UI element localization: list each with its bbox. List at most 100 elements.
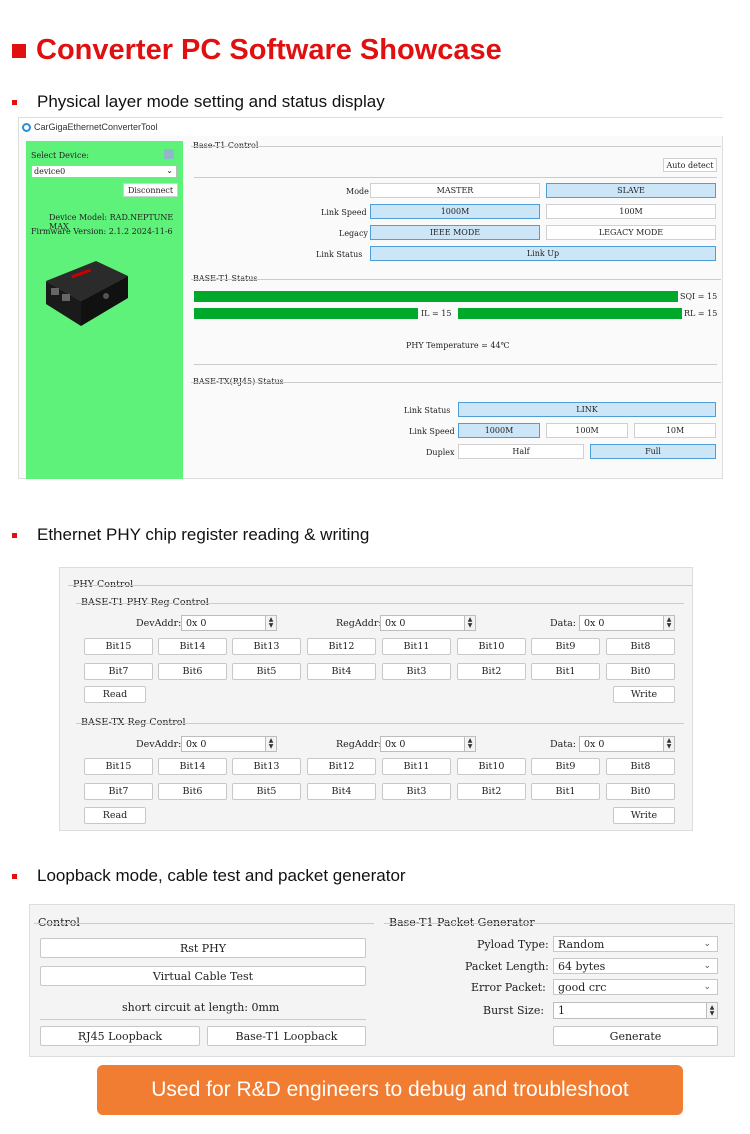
- error-packet-select[interactable]: good crc⌄: [553, 979, 718, 995]
- generate-button[interactable]: Generate: [553, 1026, 718, 1046]
- tx-read-button[interactable]: Read: [84, 807, 146, 824]
- link-status-display: Link Up: [370, 246, 716, 261]
- section-heading-1: Physical layer mode setting and status d…: [12, 92, 385, 112]
- tx-devaddr-label: DevAddr:: [136, 739, 182, 750]
- mode-master-button[interactable]: MASTER: [370, 183, 540, 198]
- link-status-label: Link Status: [316, 250, 363, 259]
- section-heading-3: Loopback mode, cable test and packet gen…: [12, 866, 406, 886]
- tx-speed-100m-button[interactable]: 100M: [546, 423, 628, 438]
- group-border: [76, 723, 684, 724]
- tx-bit-button[interactable]: Bit8: [606, 758, 675, 775]
- t1-regaddr-input[interactable]: 0x 0▲▼: [380, 615, 476, 631]
- group-border: [384, 923, 733, 924]
- tx-bit-button[interactable]: Bit10: [457, 758, 526, 775]
- tx-bit-button[interactable]: Bit0: [606, 783, 675, 800]
- pyload-select[interactable]: Random⌄: [553, 936, 718, 952]
- t1-bit-button[interactable]: Bit3: [382, 663, 451, 680]
- burst-size-input[interactable]: 1▲▼: [553, 1002, 718, 1019]
- refresh-icon[interactable]: [164, 149, 174, 159]
- tx-devaddr-input[interactable]: 0x 0▲▼: [181, 736, 277, 752]
- speed-1000m-button[interactable]: 1000M: [370, 204, 540, 219]
- speed-100m-button[interactable]: 100M: [546, 204, 716, 219]
- t1-bit-button[interactable]: Bit5: [232, 663, 301, 680]
- tx-bit-button[interactable]: Bit11: [382, 758, 451, 775]
- group-divider: [194, 177, 717, 178]
- t1-bit-button[interactable]: Bit10: [457, 638, 526, 655]
- t1-bit-button[interactable]: Bit12: [307, 638, 376, 655]
- packet-length-select[interactable]: 64 bytes⌄: [553, 958, 718, 974]
- tx-bit-button[interactable]: Bit5: [232, 783, 301, 800]
- tx-bit-button[interactable]: Bit1: [531, 783, 600, 800]
- chevron-down-icon: ⌄: [703, 961, 711, 971]
- t1-bit-button[interactable]: Bit0: [606, 663, 675, 680]
- device-select[interactable]: device0 ⌄: [31, 165, 177, 178]
- disconnect-button[interactable]: Disconnect: [123, 183, 178, 197]
- spinner-icon[interactable]: ▲▼: [464, 737, 475, 751]
- footer-banner: Used for R&D engineers to debug and trou…: [97, 1065, 683, 1115]
- legacy-mode-button[interactable]: LEGACY MODE: [546, 225, 716, 240]
- t1-bit-button[interactable]: Bit13: [232, 638, 301, 655]
- ieee-mode-button[interactable]: IEEE MODE: [370, 225, 540, 240]
- tx-regaddr-input[interactable]: 0x 0▲▼: [380, 736, 476, 752]
- tx-bit-button[interactable]: Bit14: [158, 758, 227, 775]
- chevron-down-icon: ⌄: [703, 939, 711, 949]
- tx-write-button[interactable]: Write: [613, 807, 675, 824]
- t1-data-label: Data:: [550, 618, 576, 629]
- t1-bit-button[interactable]: Bit2: [457, 663, 526, 680]
- group-border: [191, 146, 721, 147]
- t1-devaddr-input[interactable]: 0x 0▲▼: [181, 615, 277, 631]
- tx-speed-10m-button[interactable]: 10M: [634, 423, 716, 438]
- t1-write-button[interactable]: Write: [613, 686, 675, 703]
- t1-bit-button[interactable]: Bit1: [531, 663, 600, 680]
- spinner-icon[interactable]: ▲▼: [265, 737, 276, 751]
- t1-regaddr-label: RegAddr:: [336, 618, 382, 629]
- group-border: [191, 382, 721, 383]
- tx-bit-button[interactable]: Bit4: [307, 783, 376, 800]
- spinner-icon[interactable]: ▲▼: [706, 1003, 717, 1018]
- spinner-icon[interactable]: ▲▼: [464, 616, 475, 630]
- t1-bit-button[interactable]: Bit14: [158, 638, 227, 655]
- t1-bit-button[interactable]: Bit7: [84, 663, 153, 680]
- tx-bit-button[interactable]: Bit6: [158, 783, 227, 800]
- t1-data-input[interactable]: 0x 0▲▼: [579, 615, 675, 631]
- tx-bit-button[interactable]: Bit15: [84, 758, 153, 775]
- spinner-icon[interactable]: ▲▼: [663, 737, 674, 751]
- t1-bit-button[interactable]: Bit4: [307, 663, 376, 680]
- duplex-full-button[interactable]: Full: [590, 444, 716, 459]
- pyload-label: Pyload Type:: [477, 938, 549, 951]
- link-speed-label: Link Speed: [321, 208, 367, 217]
- t1-bit-button[interactable]: Bit9: [531, 638, 600, 655]
- spinner-icon[interactable]: ▲▼: [265, 616, 276, 630]
- tx-data-label: Data:: [550, 739, 576, 750]
- t1-loopback-button[interactable]: Base-T1 Loopback: [207, 1026, 366, 1046]
- t1-bit-button[interactable]: Bit11: [382, 638, 451, 655]
- auto-detect-button[interactable]: Auto detect: [663, 158, 717, 172]
- tx-data-input[interactable]: 0x 0▲▼: [579, 736, 675, 752]
- rst-phy-button[interactable]: Rst PHY: [40, 938, 366, 958]
- tx-bit-button[interactable]: Bit2: [457, 783, 526, 800]
- app-window: CarGigaEthernetConverterTool Select Devi…: [18, 117, 724, 479]
- tx-speed-1000m-button[interactable]: 1000M: [458, 423, 540, 438]
- baset1-status-title: BASE-T1 Status: [193, 274, 258, 283]
- bullet-icon: [12, 532, 17, 538]
- t1-bit-button[interactable]: Bit6: [158, 663, 227, 680]
- tx-bit-button[interactable]: Bit3: [382, 783, 451, 800]
- spinner-icon[interactable]: ▲▼: [663, 616, 674, 630]
- cable-test-button[interactable]: Virtual Cable Test: [40, 966, 366, 986]
- sqi-value: SQI = 15: [680, 292, 718, 301]
- rj45-loopback-button[interactable]: RJ45 Loopback: [40, 1026, 200, 1046]
- tx-bit-button[interactable]: Bit7: [84, 783, 153, 800]
- tx-reg-group-title: BASE-TX Reg Control: [81, 717, 186, 728]
- t1-bit-button[interactable]: Bit15: [84, 638, 153, 655]
- group-border: [68, 585, 692, 586]
- mode-slave-button[interactable]: SLAVE: [546, 183, 716, 198]
- tx-bit-button[interactable]: Bit9: [531, 758, 600, 775]
- burst-size-label: Burst Size:: [483, 1004, 545, 1017]
- chevron-down-icon: ⌄: [166, 166, 173, 175]
- tx-bit-button[interactable]: Bit13: [232, 758, 301, 775]
- error-packet-label: Error Packet:: [471, 981, 546, 994]
- t1-bit-button[interactable]: Bit8: [606, 638, 675, 655]
- duplex-half-button[interactable]: Half: [458, 444, 584, 459]
- t1-read-button[interactable]: Read: [84, 686, 146, 703]
- tx-bit-button[interactable]: Bit12: [307, 758, 376, 775]
